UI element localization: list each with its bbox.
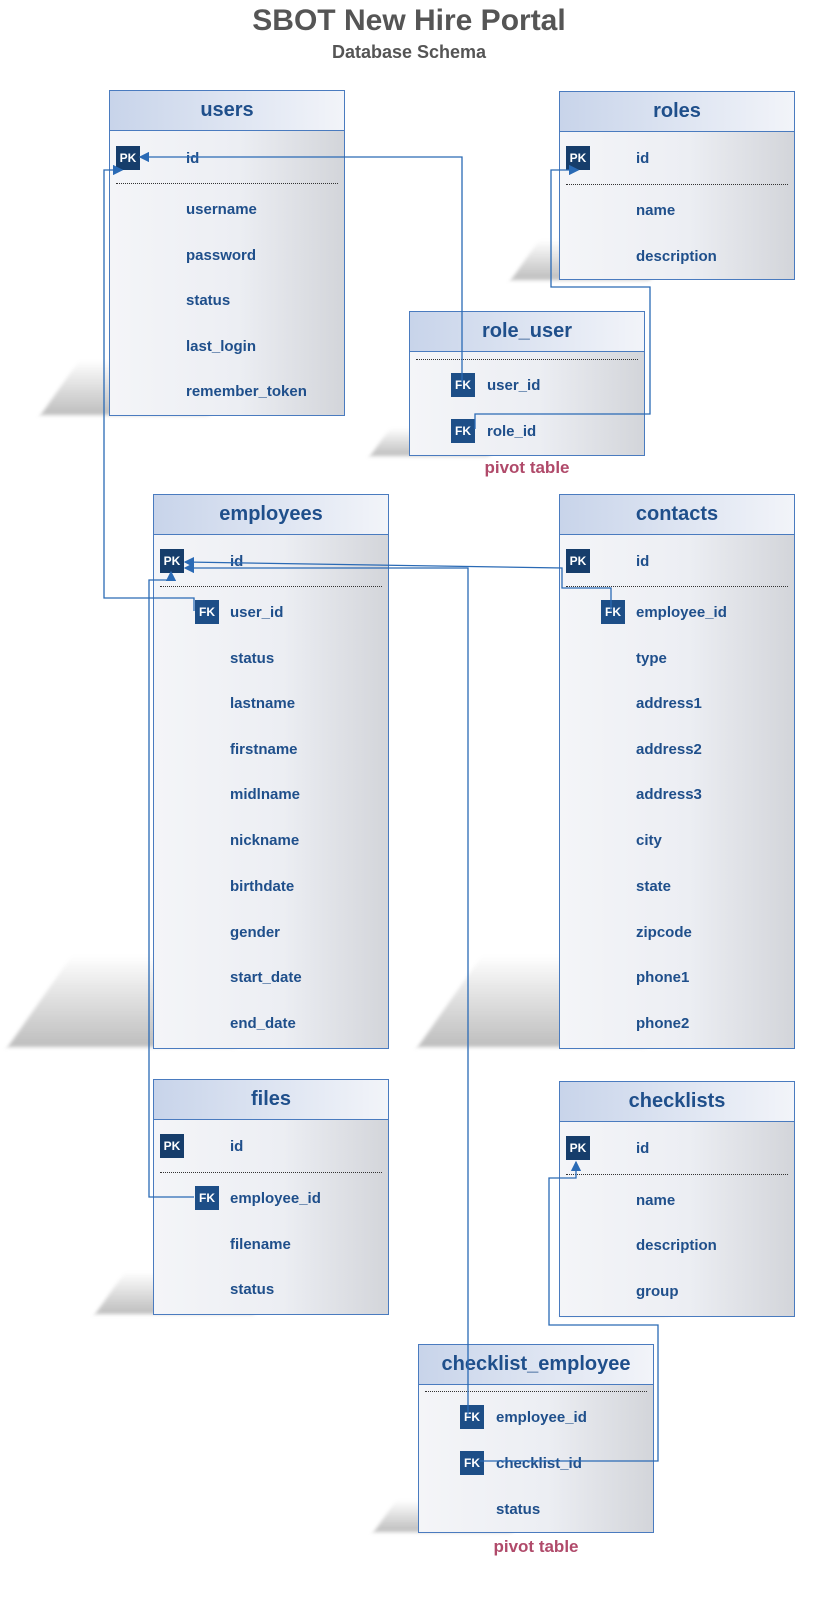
entity-title: checklists [560, 1082, 794, 1122]
field-nickname: nickname [230, 831, 300, 849]
fk-badge: FK [451, 419, 475, 443]
key-separator [416, 359, 638, 360]
fk-badge: FK [460, 1405, 484, 1429]
key-separator [160, 1172, 382, 1173]
entity-checklist-employee[interactable]: checklist_employee FK employee_id FK che… [418, 1344, 654, 1533]
field-status: status [186, 291, 231, 309]
entity-checklists[interactable]: checklists PK id name description group [559, 1081, 795, 1317]
entity-role-user[interactable]: role_user FK user_id FK role_id [409, 311, 645, 456]
field-description: description [636, 247, 717, 265]
pivot-table-label: pivot table [493, 1537, 579, 1556]
field-remember-token: remember_token [186, 382, 307, 400]
field-address3: address3 [636, 785, 702, 803]
pk-badge: PK [160, 1134, 184, 1158]
key-separator [116, 183, 338, 184]
entity-title: files [154, 1080, 388, 1120]
pk-badge: PK [116, 146, 140, 170]
field-firstname: firstname [230, 740, 298, 758]
key-separator [160, 586, 382, 587]
entity-title: roles [560, 92, 794, 132]
fk-badge: FK [451, 373, 475, 397]
field-employee-id: employee_id [636, 603, 727, 621]
field-last-login: last_login [186, 337, 257, 355]
pk-badge: PK [566, 549, 590, 573]
entity-title: contacts [560, 495, 794, 535]
entity-employees[interactable]: employees PK id FK user_id status lastna… [153, 494, 389, 1049]
field-user-id: user_id [230, 603, 284, 621]
field-end-date: end_date [230, 1014, 296, 1032]
fk-badge: FK [460, 1451, 484, 1475]
entity-title: role_user [410, 312, 644, 352]
field-phone1: phone1 [636, 968, 690, 986]
entity-files[interactable]: files PK id FK employee_id filename stat… [153, 1079, 389, 1315]
entity-roles[interactable]: roles PK id name description [559, 91, 795, 280]
key-separator [425, 1391, 647, 1392]
field-id: id [636, 1139, 650, 1157]
field-birthdate: birthdate [230, 877, 295, 895]
field-id: id [636, 552, 650, 570]
entity-title: checklist_employee [419, 1345, 653, 1385]
pk-badge: PK [566, 146, 590, 170]
key-separator [566, 1174, 788, 1175]
pivot-table-label: pivot table [484, 458, 570, 477]
entity-title: users [110, 91, 344, 131]
pk-badge: PK [566, 1136, 590, 1160]
field-employee-id: employee_id [496, 1408, 587, 1426]
field-type: type [636, 649, 667, 667]
diagram-title: SBOT New Hire Portal [252, 4, 566, 37]
field-name: name [636, 201, 676, 219]
field-address2: address2 [636, 740, 702, 758]
field-status: status [230, 649, 275, 667]
field-city: city [636, 831, 662, 849]
field-state: state [636, 877, 672, 895]
field-filename: filename [230, 1235, 291, 1253]
field-phone2: phone2 [636, 1014, 690, 1032]
field-checklist-id: checklist_id [496, 1454, 582, 1472]
field-employee-id: employee_id [230, 1189, 321, 1207]
field-user-id: user_id [487, 376, 541, 394]
field-id: id [230, 552, 244, 570]
key-separator [566, 184, 788, 185]
field-start-date: start_date [230, 968, 302, 986]
field-gender: gender [230, 923, 281, 941]
fk-badge: FK [195, 1186, 219, 1210]
field-role-id: role_id [487, 422, 537, 440]
diagram-subtitle: Database Schema [331, 42, 487, 62]
field-description: description [636, 1236, 717, 1254]
key-separator [566, 586, 788, 587]
field-username: username [186, 200, 257, 218]
fk-badge: FK [195, 600, 219, 624]
entity-contacts[interactable]: contacts PK id FK employee_id type addre… [559, 494, 795, 1049]
field-group: group [636, 1282, 679, 1300]
field-status: status [496, 1500, 541, 1518]
field-address1: address1 [636, 694, 702, 712]
field-midlname: midlname [230, 785, 301, 803]
field-lastname: lastname [230, 694, 296, 712]
entity-title: employees [154, 495, 388, 535]
field-id: id [186, 149, 200, 167]
entity-users[interactable]: users PK id username password status las… [109, 90, 345, 416]
field-status: status [230, 1280, 275, 1298]
field-id: id [636, 149, 650, 167]
fk-badge: FK [601, 600, 625, 624]
field-zipcode: zipcode [636, 923, 692, 941]
field-id: id [230, 1137, 244, 1155]
field-name: name [636, 1191, 676, 1209]
pk-badge: PK [160, 549, 184, 573]
field-password: password [186, 246, 257, 264]
